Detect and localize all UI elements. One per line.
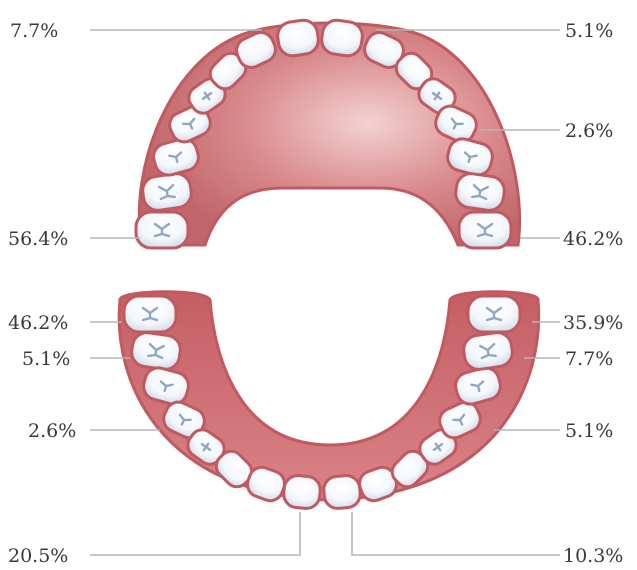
upper-tooth-15	[454, 172, 506, 212]
leader-lower-right-incisor	[352, 512, 560, 555]
lower-tooth-9	[323, 474, 362, 509]
label-lower-left-molar: 46.2%	[8, 312, 68, 334]
lower-tooth-1	[124, 296, 176, 332]
label-lower-right-incisor: 10.3%	[563, 545, 623, 567]
upper-tooth-9	[320, 18, 364, 57]
label-lower-right-molar: 35.9%	[563, 312, 623, 334]
label-upper-right-front: 5.1%	[565, 20, 613, 42]
label-lower-right-premolar: 5.1%	[565, 420, 613, 442]
upper-tooth-1	[136, 212, 188, 248]
lower-tooth-16	[468, 296, 520, 332]
label-lower-left-second: 5.1%	[22, 348, 70, 370]
lower-tooth-2	[130, 331, 182, 371]
label-upper-right-molar: 46.2%	[563, 228, 623, 250]
leader-lower-left-incisor	[90, 512, 300, 555]
label-upper-left-molar: 56.4%	[8, 228, 68, 250]
lower-tooth-15	[462, 331, 514, 371]
label-lower-left-premolar: 2.6%	[28, 420, 76, 442]
label-upper-left-front: 7.7%	[10, 20, 58, 42]
upper-tooth-8	[276, 18, 320, 57]
label-lower-left-incisor: 20.5%	[8, 545, 68, 567]
upper-jaw	[136, 18, 520, 248]
lower-tooth-8	[283, 474, 322, 509]
upper-tooth-16	[459, 212, 511, 248]
lower-jaw	[119, 292, 539, 510]
label-upper-right-premolar: 2.6%	[565, 120, 613, 142]
upper-tooth-2	[141, 172, 193, 212]
label-lower-right-second: 7.7%	[565, 348, 613, 370]
